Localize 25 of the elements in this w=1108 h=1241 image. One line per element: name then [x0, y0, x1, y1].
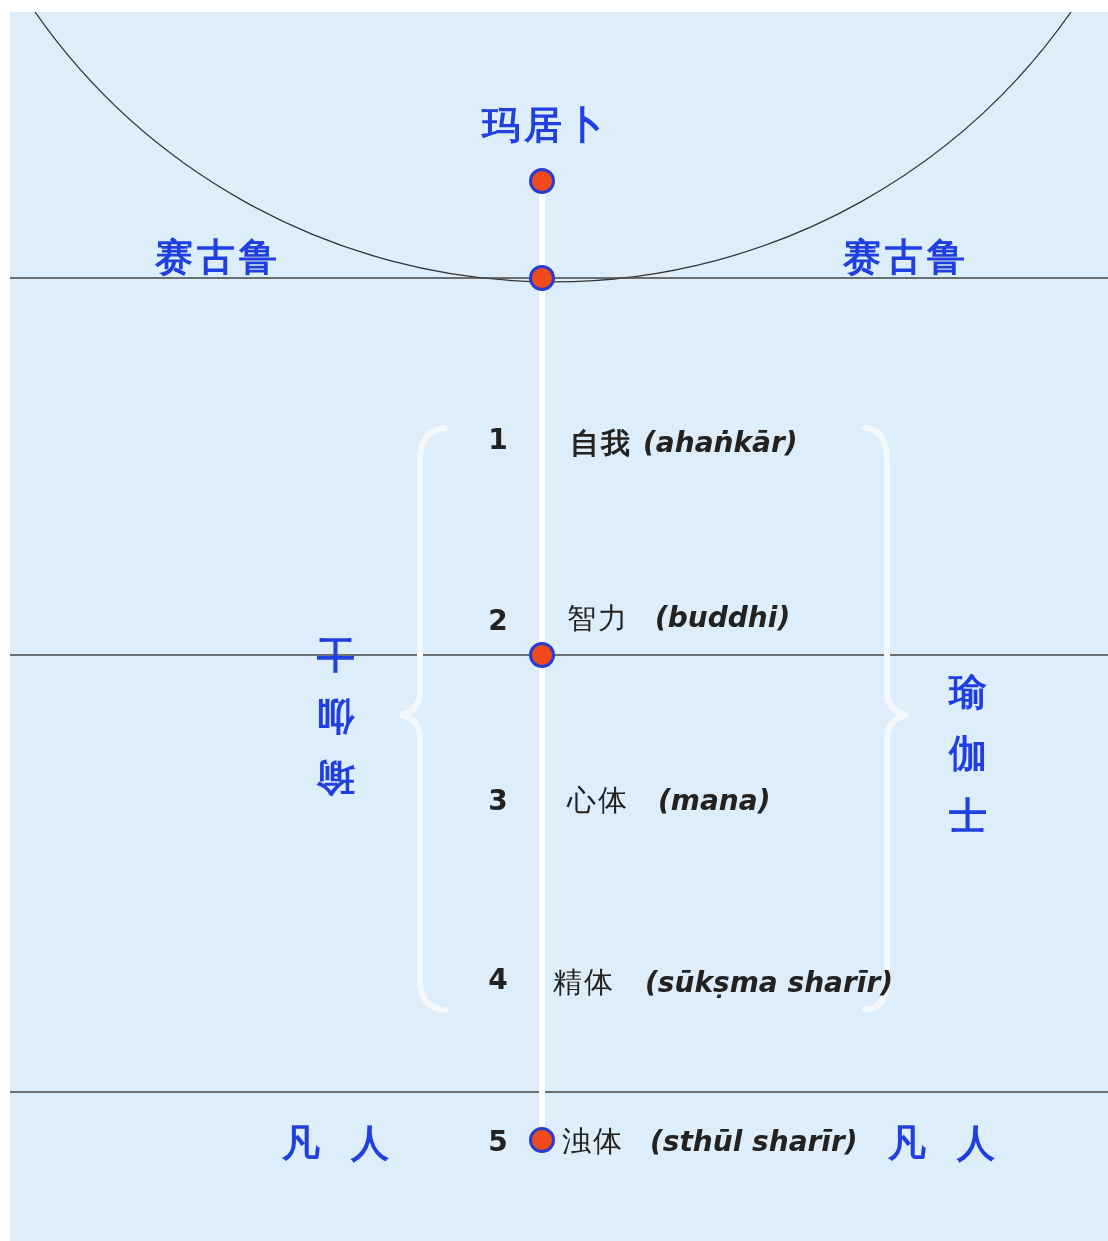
- level-label: 赛古鲁: [843, 238, 969, 276]
- term-label: (sūkṣma sharīr): [645, 969, 893, 997]
- item-number: 2: [488, 607, 508, 635]
- level-label: 赛古鲁: [155, 238, 281, 276]
- item-number: 4: [488, 966, 508, 994]
- vertical-label: 瑜伽士: [949, 642, 987, 828]
- term-label: 心体: [567, 785, 629, 815]
- term-label: (sthūl sharīr): [650, 1128, 858, 1156]
- item-number: 5: [488, 1128, 508, 1156]
- level-label: 凡 人: [282, 1124, 394, 1162]
- term-label: (mana): [658, 787, 771, 815]
- term-label: 浊体: [562, 1126, 624, 1156]
- vertical-label: 瑜伽士: [316, 642, 354, 828]
- level-label: 凡 人: [888, 1124, 1000, 1162]
- connector-line: [539, 291, 545, 642]
- term-label: 自我: [570, 428, 632, 458]
- term-label: (buddhi): [655, 604, 791, 632]
- term-label: (ahaṅkār): [643, 429, 798, 457]
- term-label: 精体: [553, 967, 615, 997]
- item-number: 1: [488, 426, 508, 454]
- term-label: 智力: [567, 603, 629, 633]
- connector-line: [539, 194, 545, 265]
- connector-line: [539, 668, 545, 1127]
- item-number: 3: [488, 787, 508, 815]
- heading-label: 玛居卜: [482, 106, 608, 144]
